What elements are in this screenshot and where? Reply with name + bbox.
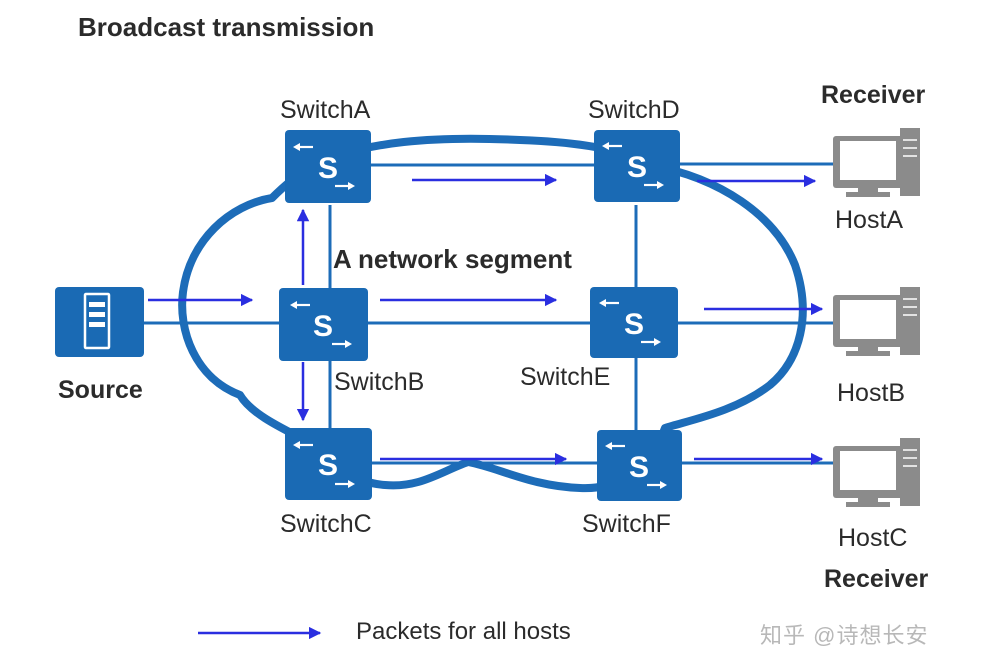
switch-d-icon: S [594, 130, 680, 202]
svg-text:S: S [313, 310, 333, 343]
source-label: Source [58, 376, 143, 404]
host-c-label: HostC [838, 524, 908, 552]
host-a-computer-icon [833, 128, 920, 197]
network-segment-label: A network segment [333, 244, 572, 274]
switch-e-icon: S [590, 287, 678, 358]
switch-f-label: SwitchF [582, 510, 671, 538]
svg-text:S: S [627, 151, 647, 184]
packet-arrows [148, 173, 824, 466]
svg-text:S: S [318, 152, 338, 185]
switch-c-icon: S [285, 428, 372, 500]
watermark: 知乎 @诗想长安 [760, 623, 929, 648]
svg-text:S: S [629, 451, 649, 484]
switch-b-label: SwitchB [334, 368, 425, 396]
legend-text: Packets for all hosts [356, 618, 571, 645]
receiver-label-bottom: Receiver [824, 565, 929, 593]
host-a-label: HostA [835, 206, 904, 234]
host-b-computer-icon [833, 287, 920, 356]
switch-c-label: SwitchC [280, 510, 372, 538]
switch-a-icon: S [285, 130, 371, 203]
switch-a-label: SwitchA [280, 96, 371, 124]
source-server-icon [55, 287, 144, 357]
host-c-computer-icon [833, 438, 920, 507]
switch-e-label: SwitchE [520, 363, 611, 391]
host-b-label: HostB [837, 379, 906, 407]
diagram-title: Broadcast transmission [78, 12, 375, 42]
links [143, 162, 833, 465]
switch-f-icon: S [597, 430, 682, 501]
svg-text:S: S [318, 449, 338, 482]
svg-text:S: S [624, 308, 644, 341]
switch-b-icon: S [279, 288, 368, 361]
network-segment-cloud [178, 134, 807, 493]
switch-d-label: SwitchD [588, 96, 680, 124]
receiver-label-top: Receiver [821, 81, 926, 109]
